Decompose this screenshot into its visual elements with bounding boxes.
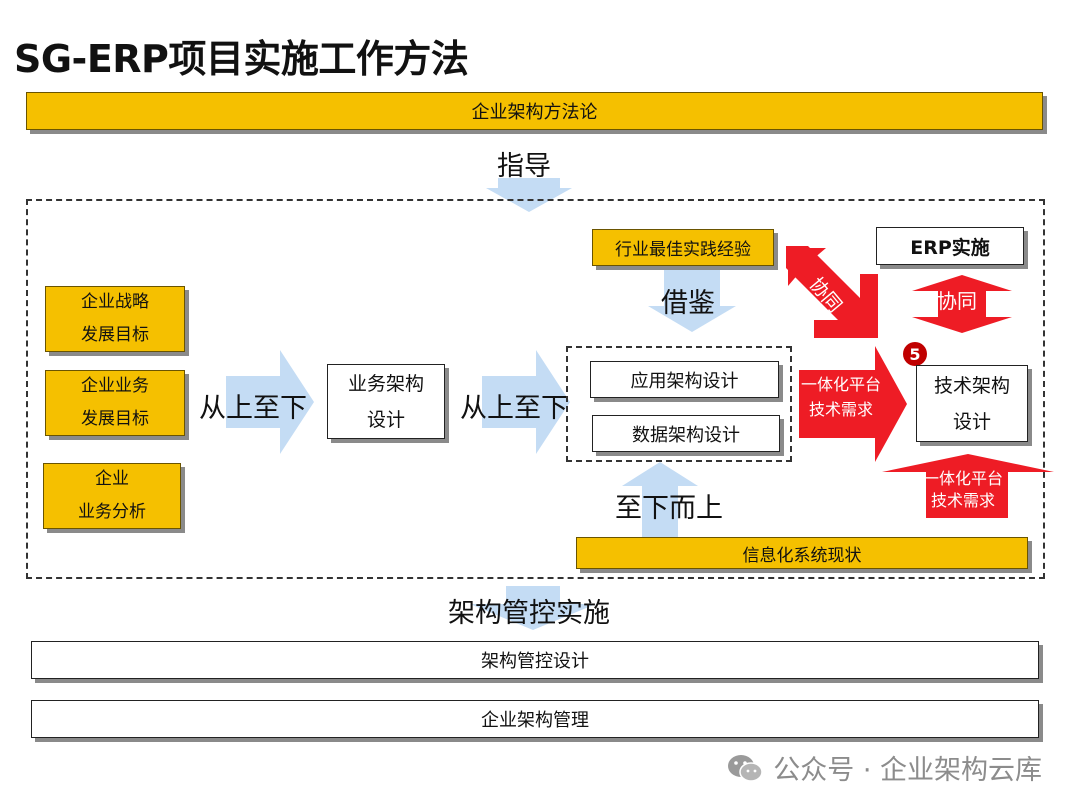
top-down-arrow-mid: [482, 350, 570, 454]
top-down-arrow-left: [226, 350, 314, 454]
governance-design-bar: 架构管控设计: [31, 641, 1039, 679]
page-title: SG-ERP项目实施工作方法: [14, 37, 469, 81]
app-arch-label: 应用架构设计: [630, 370, 739, 392]
watermark: 公众号 · 企业架构云库: [727, 748, 1042, 787]
goal-line: 发展目标: [81, 325, 149, 345]
goal-box-analysis: 企业 业务分析: [43, 463, 181, 529]
borrow-label: 借鉴: [661, 288, 715, 319]
it-status-label: 信息化系统现状: [742, 545, 862, 566]
app-data-group: [566, 346, 792, 462]
app-arch-box: 应用架构设计: [590, 361, 779, 398]
step-badge-number: 5: [909, 344, 921, 364]
platform-req-arrow-1: [799, 346, 907, 462]
it-status-bar: 信息化系统现状: [576, 537, 1028, 569]
governance-arrow: [470, 586, 596, 630]
business-arch-line: 业务架构: [347, 372, 424, 395]
wechat-icon: [728, 754, 763, 782]
collab-diagonal-arrow-head: [788, 248, 878, 338]
main-frame: [26, 199, 1045, 579]
step-badge: 5: [903, 342, 927, 366]
bottom-up-label: 至下而上: [615, 493, 723, 524]
tech-arch-line: 设计: [952, 410, 991, 433]
platform-req-arrow-2: [882, 454, 1054, 518]
ea-management-bar: 企业架构管理: [31, 700, 1039, 738]
goal-line: 发展目标: [81, 409, 149, 429]
governance-design-label: 架构管控设计: [481, 651, 589, 672]
tech-arch-line: 技术架构: [933, 374, 1010, 397]
ea-management-label: 企业架构管理: [481, 710, 589, 731]
goal-line: 企业业务: [81, 376, 149, 396]
best-practice-box: 行业最佳实践经验: [592, 229, 774, 266]
tech-arch-box: 技术架构 设计: [916, 365, 1028, 442]
top-down-label-mid: 从上至下: [460, 393, 568, 424]
business-arch-box: 业务架构 设计: [327, 364, 445, 439]
platform-req-2-line: 一体化平台: [923, 469, 1004, 488]
platform-req-1-line: 一体化平台: [801, 375, 882, 394]
best-practice-label: 行业最佳实践经验: [615, 240, 751, 260]
borrow-down-arrow: [648, 270, 736, 332]
collab-vertical-arrow: [912, 275, 1012, 333]
goal-box-business: 企业业务 发展目标: [45, 370, 185, 436]
governance-label: 架构管控实施: [448, 598, 610, 629]
business-arch-line: 设计: [366, 408, 405, 431]
methodology-bar: 企业架构方法论: [26, 92, 1043, 130]
watermark-text: 公众号 · 企业架构云库: [773, 755, 1042, 786]
goal-line: 企业: [95, 469, 129, 489]
bottom-up-arrow: [622, 462, 698, 540]
guide-down-arrow: [486, 178, 572, 212]
erp-impl-label: ERP实施: [910, 236, 990, 259]
platform-req-1-line: 技术需求: [809, 400, 874, 419]
collab-vertical-label: 协同: [937, 289, 977, 313]
goal-box-strategy: 企业战略 发展目标: [45, 286, 185, 352]
top-down-label-left: 从上至下: [199, 393, 307, 424]
data-arch-box: 数据架构设计: [592, 415, 780, 452]
goal-line: 业务分析: [78, 502, 146, 522]
goal-line: 企业战略: [81, 292, 149, 312]
data-arch-label: 数据架构设计: [632, 424, 740, 446]
platform-req-1: 一体化平台 技术需求: [801, 372, 881, 422]
platform-req-2-line: 技术需求: [931, 491, 996, 510]
guide-label: 指导: [497, 151, 551, 182]
platform-req-2: 一体化平台 技术需求: [923, 468, 1003, 512]
methodology-bar-label: 企业架构方法论: [471, 102, 598, 123]
erp-impl-box: ERP实施: [876, 227, 1024, 265]
